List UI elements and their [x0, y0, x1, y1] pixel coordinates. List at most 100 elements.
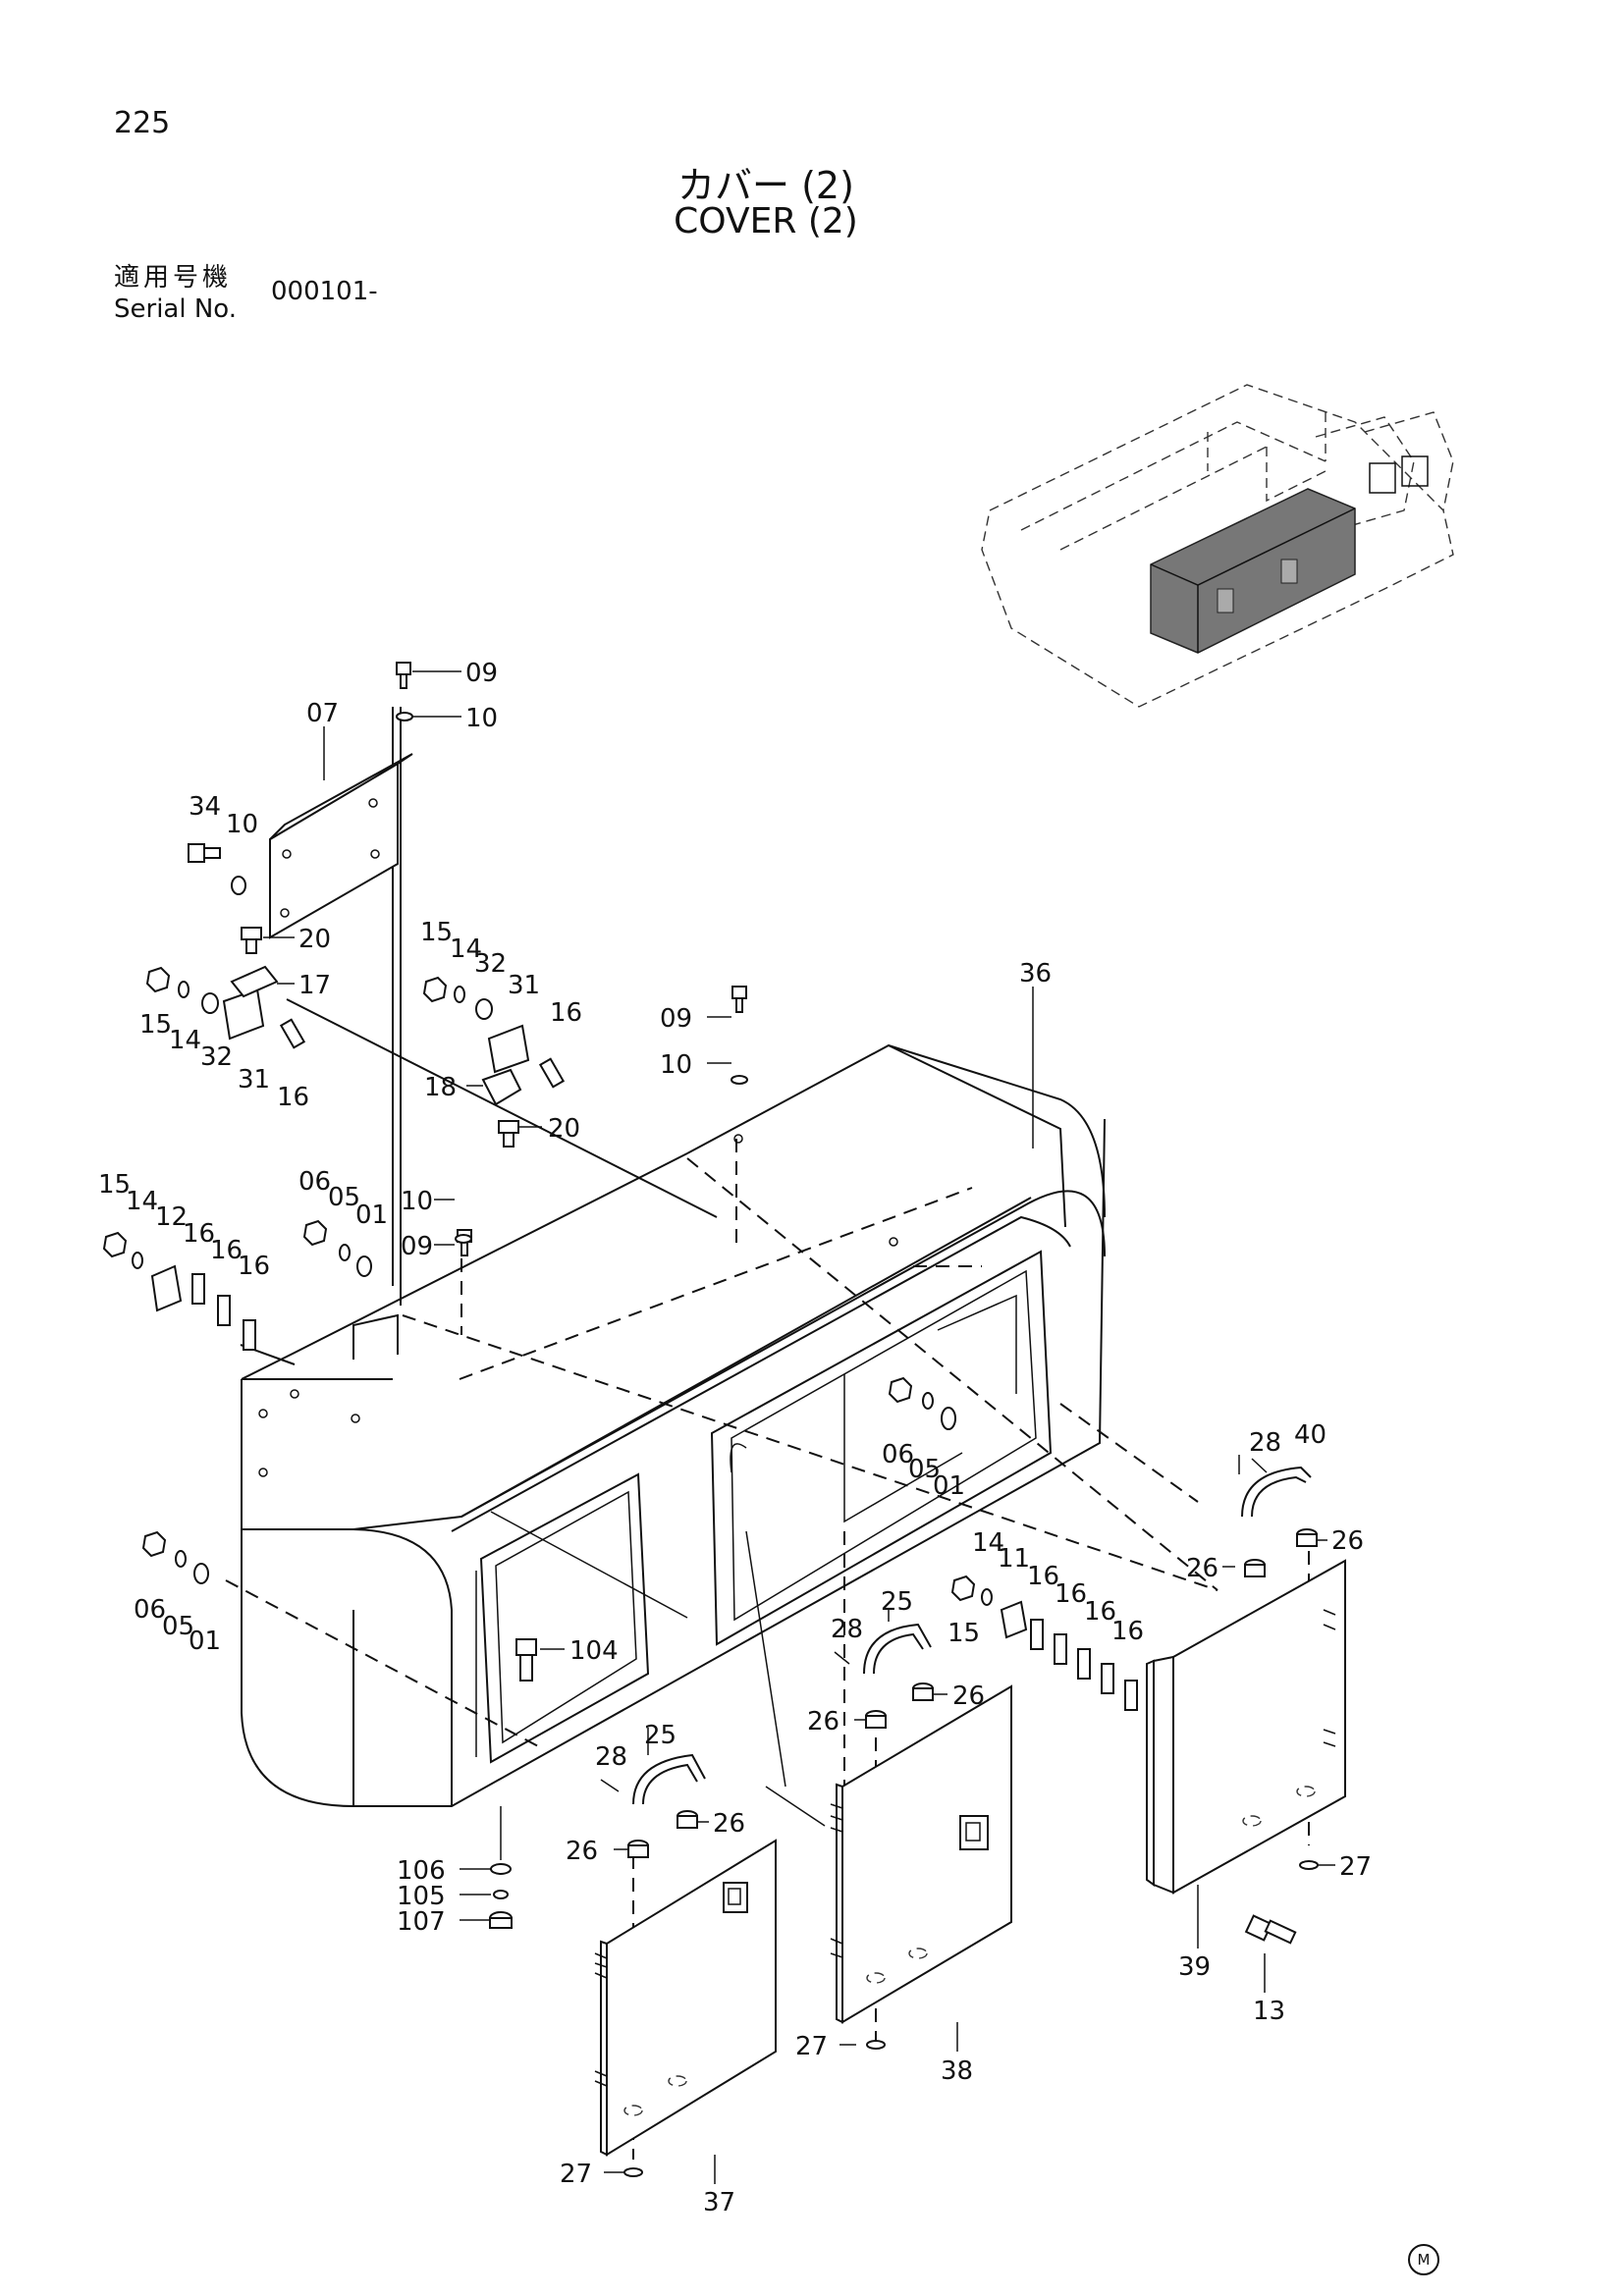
callout: 16	[1084, 1597, 1116, 1627]
callout: 16	[550, 998, 582, 1028]
callout: 16	[1055, 1579, 1087, 1609]
callout: 27	[1339, 1852, 1372, 1882]
callout: 15	[420, 918, 453, 947]
callout: 25	[644, 1721, 677, 1750]
stop-26c	[912, 1682, 934, 1701]
page-number: 225	[114, 106, 171, 140]
callout: 26	[566, 1837, 598, 1866]
callout: 106	[397, 1856, 446, 1886]
callout: 09	[660, 1004, 692, 1034]
callout: 31	[238, 1065, 270, 1095]
callout: 37	[703, 2188, 735, 2217]
callout: 20	[298, 925, 331, 954]
stop-26b	[1244, 1559, 1266, 1577]
hardware-symbols	[102, 662, 1319, 2177]
callout: 05	[908, 1455, 941, 1484]
washer-27b	[1299, 1860, 1319, 1870]
stop-26f	[627, 1840, 649, 1858]
callout: 14	[972, 1528, 1004, 1558]
nut-stack-d	[145, 966, 219, 1014]
callout: 05	[162, 1612, 194, 1641]
callout-labels: 09 10 07 34 10 20 17 15 14 32 31 16 15 1…	[98, 659, 1372, 2217]
callout: 16	[238, 1252, 270, 1281]
callout: 05	[328, 1183, 360, 1212]
bracket-17	[230, 965, 279, 998]
nut-stack-b	[888, 1376, 956, 1430]
shim-16a	[279, 1018, 306, 1049]
callout: 14	[126, 1187, 158, 1216]
nut-stack-e	[422, 976, 493, 1020]
callout-leaders	[263, 670, 1335, 2184]
bolt-104	[515, 1638, 537, 1682]
callout: 10	[465, 704, 498, 733]
callout: 01	[355, 1201, 388, 1230]
serial-label-english: Serial No.	[114, 294, 237, 324]
washer-10d	[455, 1234, 472, 1244]
bolt-20b	[498, 1120, 519, 1148]
callout: 14	[450, 934, 482, 964]
clamp-18	[481, 1068, 522, 1106]
nut-107	[489, 1911, 513, 1929]
callout: 12	[155, 1202, 188, 1232]
callout: 16	[210, 1236, 243, 1265]
stop-26e	[677, 1810, 698, 1829]
title-japanese: カバー (2)	[677, 164, 854, 207]
shims-16-right	[1030, 1619, 1138, 1711]
callout: 13	[1253, 1997, 1285, 2026]
callout: 16	[277, 1083, 309, 1112]
leader-lines	[240, 707, 1248, 1827]
callout: 09	[465, 659, 498, 688]
manufacturer-mark-icon: M	[1408, 2244, 1439, 2275]
callout: 105	[397, 1882, 446, 1911]
stop-26d	[865, 1710, 887, 1729]
nut-stack-g	[950, 1575, 993, 1606]
callout: 40	[1294, 1420, 1326, 1450]
callout: 14	[169, 1026, 201, 1055]
bracket-plate-07	[269, 753, 413, 939]
washer-10c	[731, 1075, 748, 1085]
title-english: COVER (2)	[674, 201, 858, 241]
callout: 17	[298, 971, 331, 1000]
callout: 26	[1186, 1554, 1218, 1583]
cover-body-36	[241, 1043, 1106, 1807]
callout: 26	[1331, 1526, 1364, 1556]
handles	[600, 1458, 1312, 1805]
callout: 31	[508, 971, 540, 1000]
highlighted-cover-area	[1150, 488, 1356, 654]
callout: 16	[1027, 1562, 1059, 1591]
callout: 06	[298, 1167, 331, 1197]
callout: 27	[560, 2160, 592, 2189]
washer-106	[490, 1863, 512, 1875]
nut-stack-a	[302, 1219, 372, 1277]
callout: 15	[947, 1619, 980, 1648]
bracket-12	[150, 1264, 183, 1312]
callout: 28	[831, 1615, 863, 1644]
callout: 09	[401, 1232, 433, 1261]
callout: 27	[795, 2032, 828, 2061]
callout: 10	[226, 810, 258, 839]
callout: 06	[882, 1440, 914, 1469]
callout: 32	[200, 1042, 233, 1072]
shims-16-left	[191, 1273, 256, 1351]
door-37	[594, 1839, 777, 2157]
stop-26a	[1296, 1528, 1318, 1547]
callout: 11	[998, 1544, 1030, 1574]
bolt-09b	[731, 986, 747, 1013]
callout: 15	[139, 1010, 172, 1040]
washer-27c	[623, 2167, 643, 2177]
bolt-34	[188, 843, 221, 863]
callout: 28	[1249, 1428, 1281, 1458]
callout: 15	[98, 1170, 131, 1200]
callout: 36	[1019, 959, 1052, 988]
bracket-11	[1000, 1600, 1028, 1639]
washer-27a	[866, 2040, 886, 2050]
bracket-31b	[487, 1024, 530, 1074]
callout: 10	[660, 1050, 692, 1080]
shim-16b	[538, 1057, 566, 1089]
callout: 38	[941, 2056, 973, 2086]
callout: 104	[569, 1636, 619, 1666]
callout: 28	[595, 1742, 627, 1772]
bolt-13	[1244, 1914, 1297, 1945]
serial-number-range: 000101-	[271, 277, 378, 306]
